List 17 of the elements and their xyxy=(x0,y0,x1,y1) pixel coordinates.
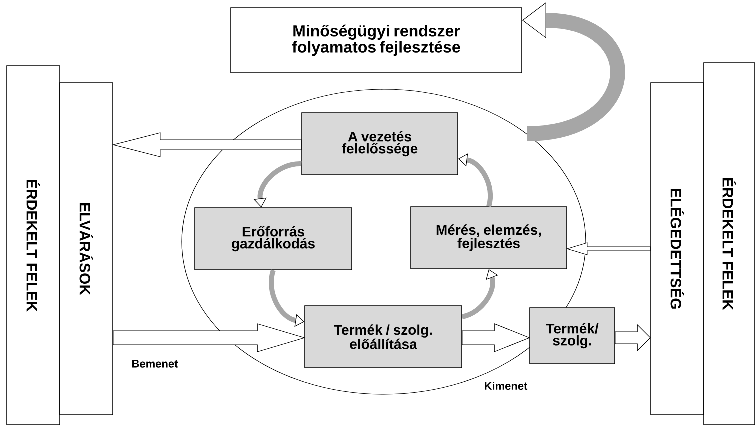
text-label: Bemenet xyxy=(132,360,178,368)
vertical-bar: ÉRDEKELT FELEK xyxy=(704,62,755,426)
block-arrow xyxy=(112,132,302,158)
process-box: Mérés, elemzés, fejlesztés xyxy=(410,206,568,270)
block-arrow xyxy=(113,324,306,352)
block-arrow xyxy=(566,242,651,256)
process-box: Termék / szolg. előállítása xyxy=(304,306,462,368)
title-box: Minőségügyi rendszer folyamatos fejlesztése xyxy=(230,8,522,74)
process-box: Erőforrás gazdálkodás xyxy=(194,208,352,270)
process-box: A vezetés felelőssége xyxy=(302,112,458,176)
vertical-bar: ELÉGEDETTSÉG xyxy=(650,82,704,416)
block-arrow xyxy=(615,324,652,352)
vertical-bar: ÉRDEKELT FELEK xyxy=(6,66,60,426)
text-label: Kimenet xyxy=(485,382,528,390)
process-box: Termék/ szolg. xyxy=(530,308,616,364)
vertical-bar: ELVÁRÁSOK xyxy=(60,82,114,416)
block-arrow xyxy=(462,324,530,352)
